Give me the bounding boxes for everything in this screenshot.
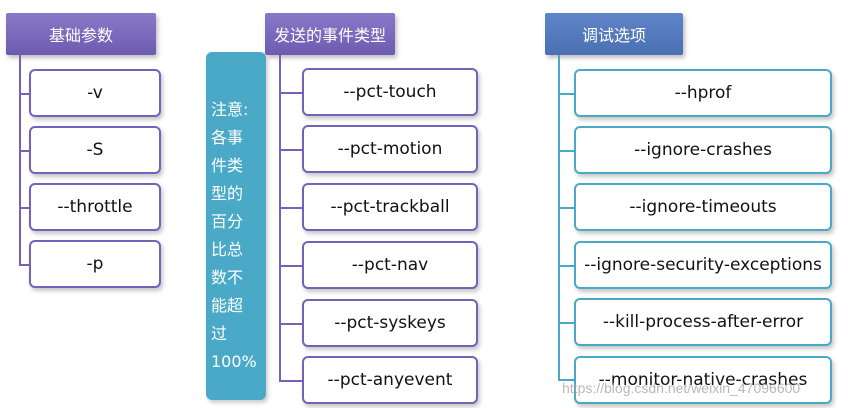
note-line: 件类 (211, 156, 244, 175)
event-type-item: --pct-touch (302, 68, 478, 116)
connector-branch (279, 149, 304, 151)
connector-branch (558, 322, 576, 324)
connector-branch (558, 379, 576, 381)
debug-options-connector (558, 55, 560, 381)
event-type-item: --pct-trackball (302, 183, 478, 231)
event-type-label: --pct-touch (343, 82, 437, 102)
note-line: 各事 (211, 128, 244, 147)
event-types-connector (279, 55, 281, 382)
debug-option-label: --kill-process-after-error (602, 312, 804, 332)
connector-branch (279, 92, 304, 94)
debug-option-item: --kill-process-after-error (574, 298, 832, 346)
connector-branch (19, 150, 31, 152)
basic-param-item: --throttle (29, 183, 161, 231)
basic-param-item: -S (29, 126, 161, 174)
event-type-label: --pct-nav (351, 255, 429, 275)
debug-options-title: 调试选项 (581, 26, 646, 45)
note-line: 能超 (211, 296, 244, 315)
basic-params-connector (19, 55, 21, 266)
connector-branch (558, 93, 576, 95)
note-line: 比总 (211, 240, 244, 259)
event-type-item: --pct-anyevent (302, 356, 478, 404)
note-line: 100% (211, 352, 257, 371)
connector-branch (279, 207, 304, 209)
connector-branch (279, 323, 304, 325)
event-types-title: 发送的事件类型 (273, 26, 386, 45)
event-type-item: --pct-syskeys (302, 299, 478, 347)
connector-branch (558, 207, 576, 209)
connector-branch (19, 264, 31, 266)
note-line: 型的 (211, 184, 244, 203)
event-type-label: --pct-motion (337, 139, 443, 159)
basic-param-label: -v (87, 83, 103, 103)
percentage-note: 注意: 各事 件类 型的 百分 比总 数不 能超 过 100% (206, 52, 266, 400)
event-type-item: --pct-nav (302, 241, 478, 289)
connector-branch (558, 265, 576, 267)
event-type-label: --pct-syskeys (334, 313, 446, 333)
debug-option-label: --ignore-crashes (634, 140, 772, 160)
debug-option-label: --ignore-timeouts (629, 197, 777, 217)
watermark: https://blog.csdn.net/weixin_47096600 (562, 380, 801, 396)
event-type-item: --pct-motion (302, 125, 478, 173)
connector-branch (19, 207, 31, 209)
note-line: 百分 (211, 212, 244, 231)
basic-params-title: 基础参数 (48, 26, 113, 45)
basic-params-header: 基础参数 (6, 13, 156, 55)
debug-option-label: --hprof (674, 83, 732, 103)
debug-option-item: --ignore-crashes (574, 126, 832, 174)
debug-option-label: --ignore-security-exceptions (584, 255, 822, 275)
debug-options-header: 调试选项 (545, 13, 683, 55)
note-line: 注意: (211, 100, 249, 119)
debug-option-item: --monitor-native-crashes (574, 356, 832, 404)
basic-param-label: --throttle (57, 197, 133, 217)
basic-param-label: -S (86, 140, 104, 160)
connector-branch (279, 265, 304, 267)
event-types-header: 发送的事件类型 (265, 13, 395, 55)
event-type-label: --pct-anyevent (327, 370, 453, 390)
debug-option-item: --hprof (574, 69, 832, 117)
connector-branch (558, 150, 576, 152)
debug-option-item: --ignore-security-exceptions (574, 241, 832, 289)
connector-branch (279, 380, 304, 382)
note-line: 过 (211, 324, 228, 343)
event-type-label: --pct-trackball (330, 197, 450, 217)
debug-option-label: --monitor-native-crashes (598, 370, 808, 390)
debug-option-item: --ignore-timeouts (574, 183, 832, 231)
basic-param-item: -p (29, 240, 161, 288)
basic-param-label: -p (86, 254, 104, 274)
basic-param-item: -v (29, 69, 161, 117)
connector-branch (19, 93, 31, 95)
note-line: 数不 (211, 268, 244, 287)
